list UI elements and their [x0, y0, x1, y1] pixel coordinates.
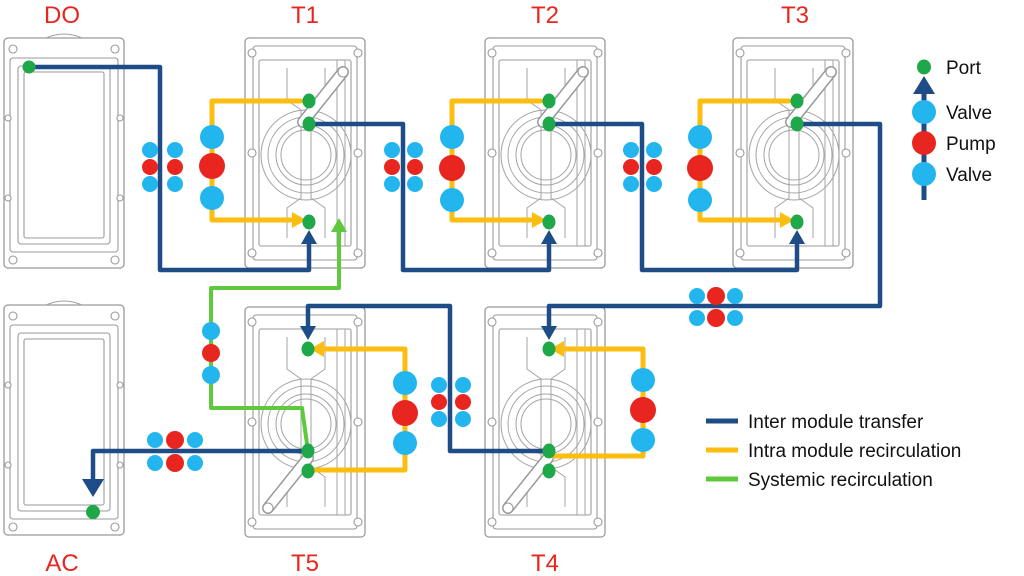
intra-pump-stack-t5 — [392, 371, 418, 455]
legend-intra-label: Intra module recirculation — [748, 441, 961, 462]
intra-recirculation-arrows — [292, 212, 794, 357]
label-t3: T3 — [781, 2, 809, 29]
ports — [22, 60, 804, 519]
pump-valve-group-t4-t5 — [431, 377, 471, 427]
module-t3 — [732, 37, 854, 269]
module-ac — [3, 300, 125, 536]
pump-valve-group-t2-t3 — [623, 142, 662, 192]
label-ac: AC — [45, 550, 78, 576]
legend-inter-label: Inter module transfer — [748, 412, 924, 433]
intra-pump-stack-t3 — [687, 125, 713, 212]
label-t1: T1 — [291, 2, 319, 29]
label-t2: T2 — [531, 2, 559, 29]
legend: Port Valve Pump Valve Inter module trans… — [706, 58, 996, 491]
inter-transfer-arrows — [82, 230, 805, 497]
intra-pump-stack-t1 — [199, 125, 225, 210]
intra-pump-stack-t2 — [439, 125, 465, 212]
legend-valve-icon — [912, 100, 936, 124]
legend-valve-label-2: Valve — [946, 165, 992, 186]
legend-valve-icon-2 — [912, 162, 936, 186]
label-t5: T5 — [291, 550, 319, 576]
legend-systemic-label: Systemic recirculation — [748, 470, 933, 491]
module-t1 — [244, 37, 366, 269]
label-do: DO — [44, 2, 80, 29]
pump-valve-group-t1-t2 — [384, 142, 423, 192]
pump-valve-group-do-t1 — [142, 142, 183, 192]
pump-valve-group-t3-t4 — [689, 287, 743, 327]
systemic-pump-stack — [202, 322, 220, 384]
legend-port-icon — [917, 59, 931, 75]
pump-valve-group-t5-ac — [147, 431, 203, 472]
legend-port-label: Port — [946, 58, 982, 79]
legend-valve-label: Valve — [946, 103, 992, 124]
legend-pump-icon — [912, 131, 936, 155]
legend-symbol-stack — [912, 59, 936, 200]
module-t4 — [484, 306, 606, 538]
intra-pump-stack-t4 — [630, 368, 656, 452]
legend-pump-label: Pump — [946, 134, 996, 155]
module-t2 — [484, 37, 606, 269]
inter-transfer-lines — [26, 64, 883, 489]
label-t4: T4 — [531, 550, 559, 576]
